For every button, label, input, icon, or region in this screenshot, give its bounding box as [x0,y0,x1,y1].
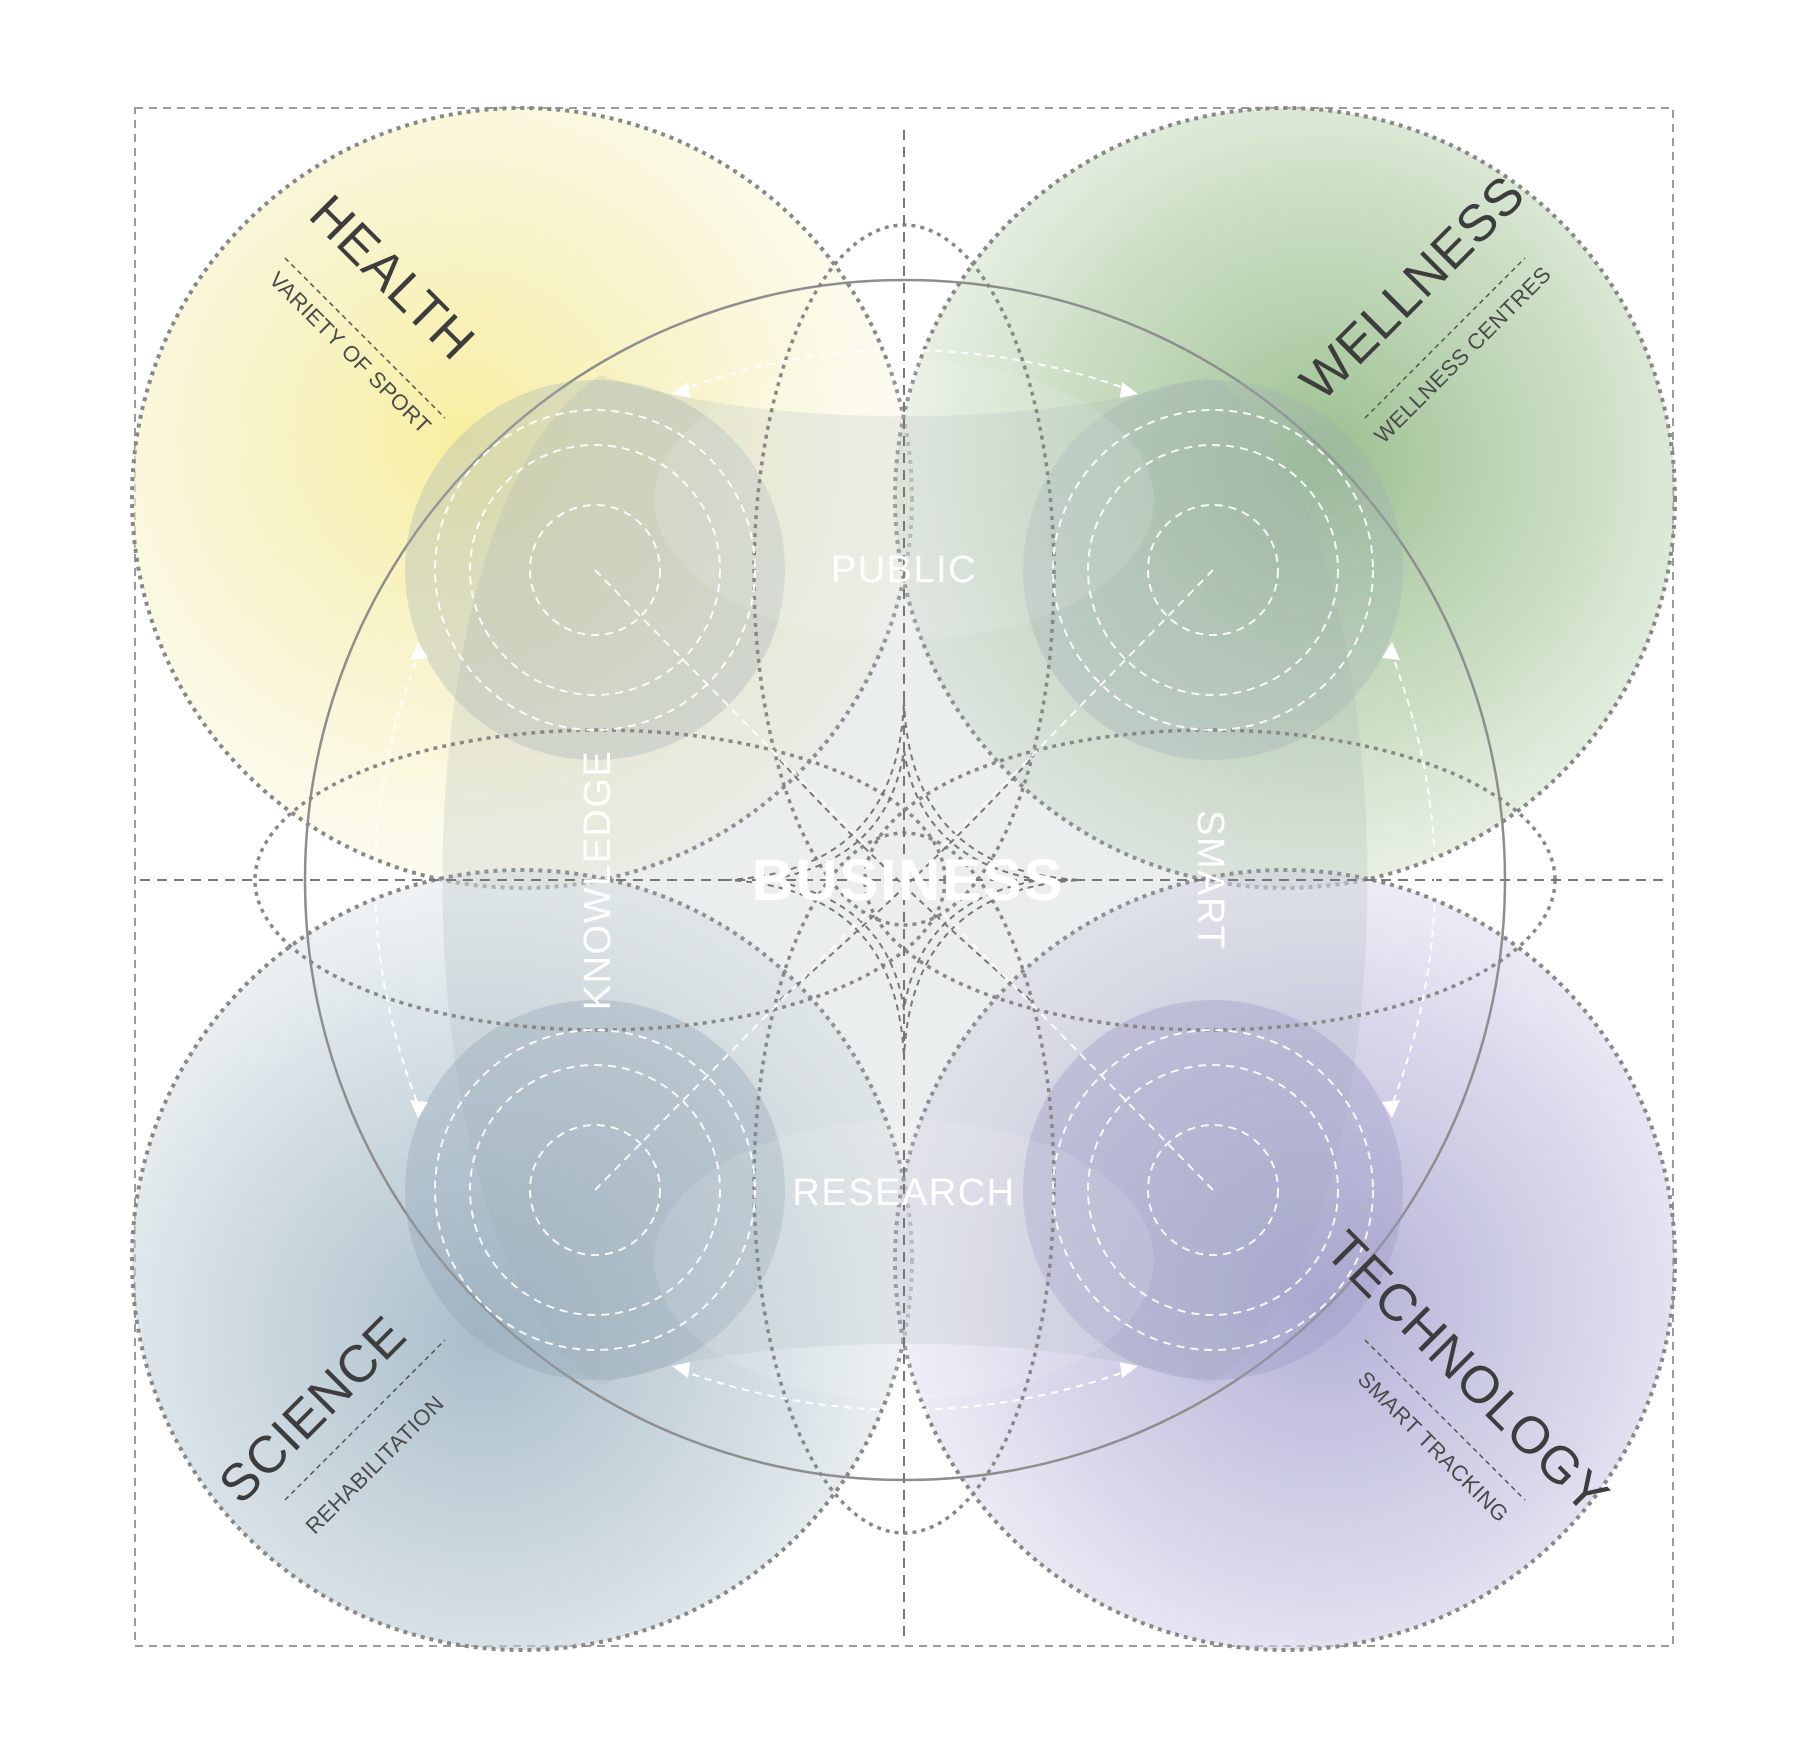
knowledge-label: KNOWLEDGE [577,750,619,1011]
connector-arcs [374,349,1436,1411]
title-dividers [284,257,1526,1501]
node-rings [434,409,1374,1351]
business-label: BUSINESS [752,848,1065,913]
smart-label: SMART [1189,810,1231,950]
connector-arrowheads [410,382,1400,1378]
public-label: PUBLIC [831,549,977,591]
center-star [727,699,1081,1061]
outer-frame [134,107,1674,1647]
public-blob [654,360,1154,640]
research-label: RESEARCH [792,1172,1015,1214]
